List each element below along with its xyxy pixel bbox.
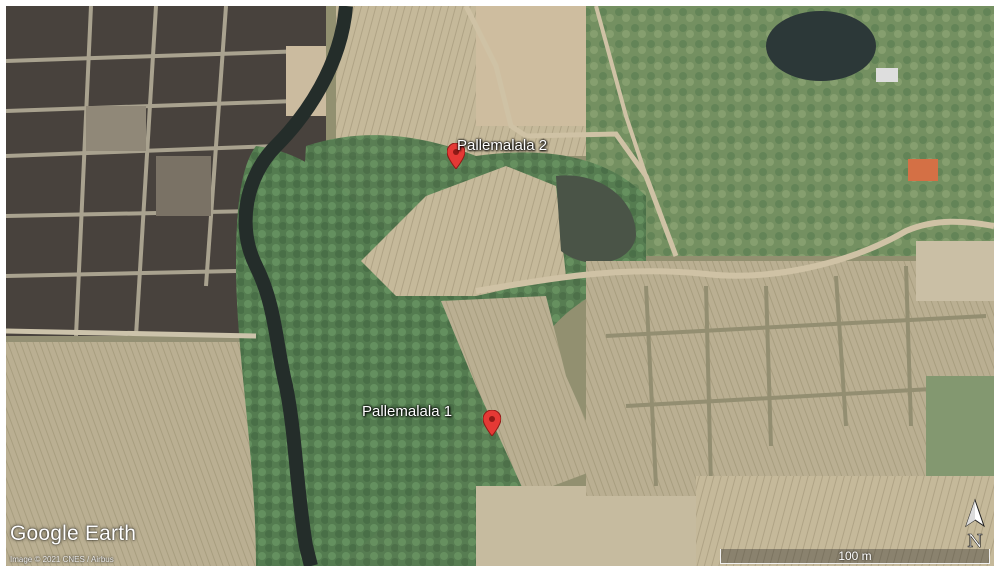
marker-label-pallemalala-2: Pallemalala 2 — [457, 137, 548, 154]
scale-bar: 100 m — [720, 546, 990, 564]
satellite-map[interactable]: Pallemalala 2 Pallemalala 1 Google Earth… — [6, 6, 994, 566]
imagery-credit: Image © 2021 CNES / Airbus — [10, 555, 114, 564]
map-marker-pallemalala-2[interactable] — [447, 143, 465, 169]
scale-bar-line — [720, 549, 990, 564]
scale-bar-label: 100 m — [838, 549, 872, 563]
google-earth-logo: Google Earth — [10, 522, 137, 545]
marker-label-pallemalala-1: Pallemalala 1 — [362, 403, 453, 420]
satellite-imagery — [6, 6, 994, 566]
north-arrow-icon[interactable]: N — [962, 498, 988, 550]
map-marker-pallemalala-1[interactable] — [483, 410, 501, 436]
north-label: N — [967, 531, 983, 550]
